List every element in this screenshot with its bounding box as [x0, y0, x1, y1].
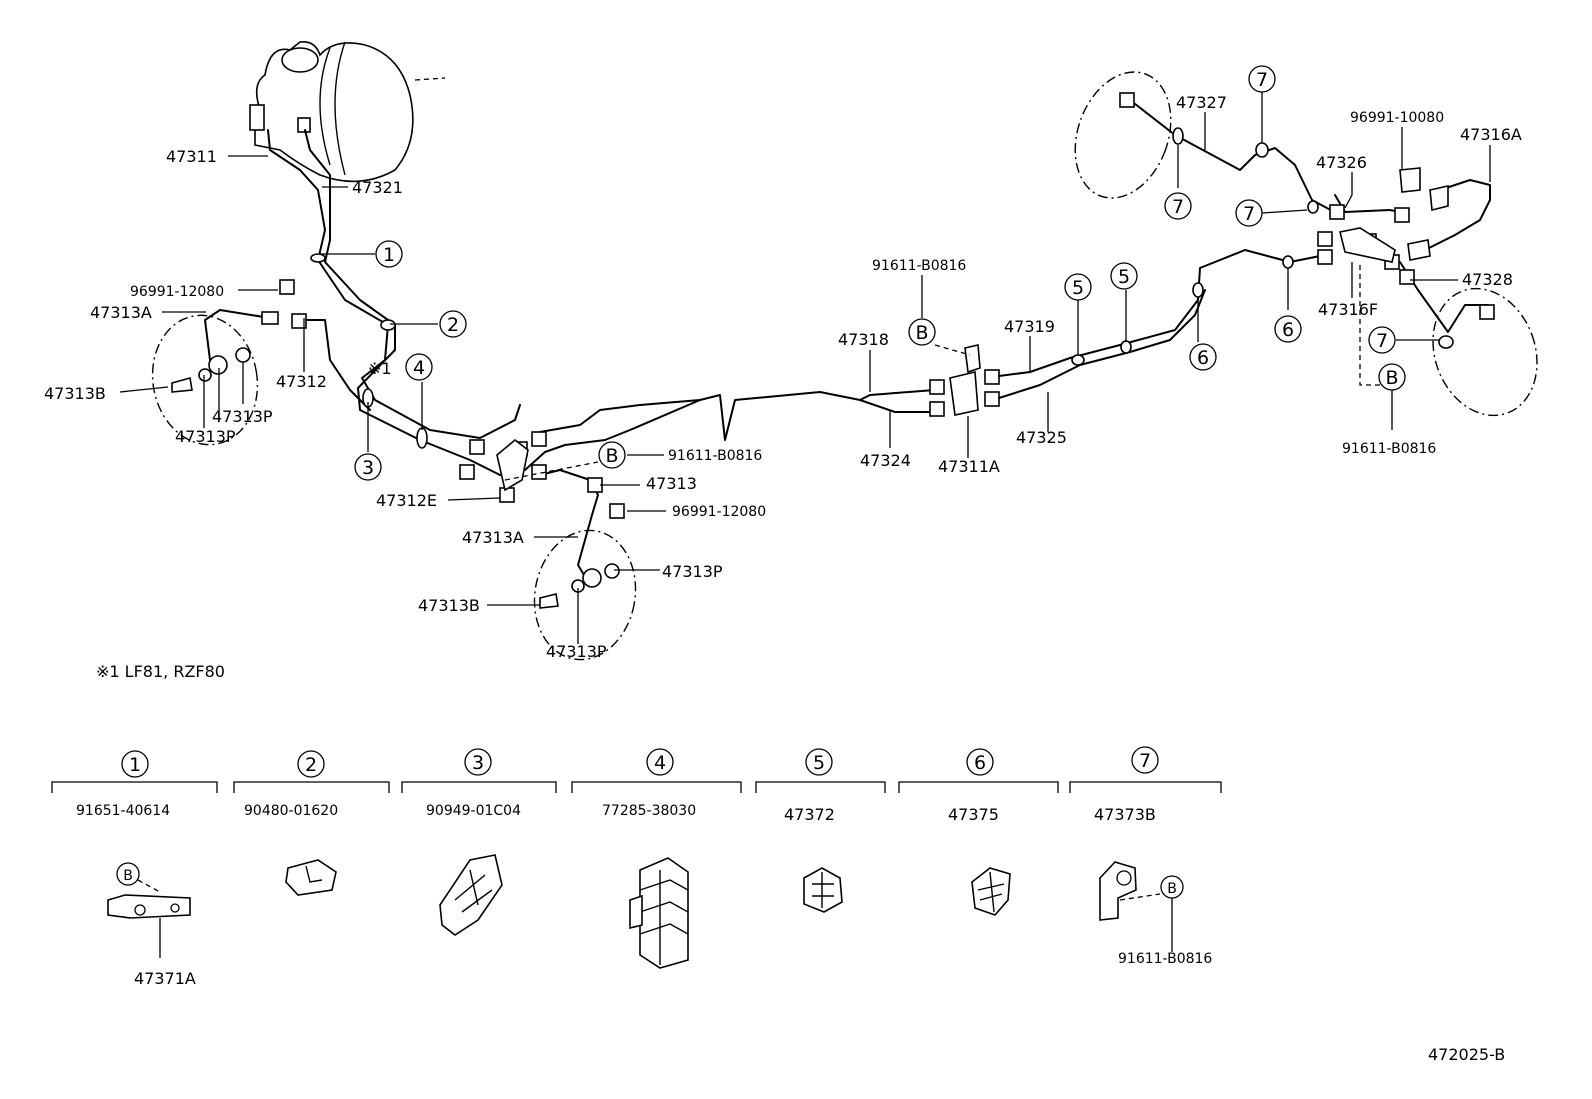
label-47313P-a1: 47313P	[212, 407, 273, 426]
label-47313P-b2: 47313P	[546, 642, 607, 661]
label-47325: 47325	[1016, 428, 1067, 447]
legend-1-sub: 47371A	[134, 969, 196, 988]
label-47318: 47318	[838, 330, 889, 349]
label-47328: 47328	[1462, 270, 1513, 289]
diagram-id: 472025-B	[1428, 1045, 1505, 1064]
legend-7-part: 47373B	[1094, 805, 1156, 824]
legend-2-num: 2	[305, 754, 317, 776]
legend-7-ref: B	[1167, 881, 1177, 897]
label-91611-b0816-b: 91611-B0816	[872, 258, 966, 274]
rear-brake-pipes	[998, 71, 1538, 417]
brake-booster-assembly	[249, 40, 446, 183]
label-47327: 47327	[1176, 93, 1227, 112]
part-labels: 47311 47321 96991-12080 47313A 47312 ※1 …	[44, 93, 1522, 1064]
callout-b2: B	[605, 445, 618, 467]
legend-7-sub: 91611-B0816	[1118, 951, 1212, 967]
label-47313: 47313	[646, 474, 697, 493]
callout-4: 4	[413, 357, 425, 379]
note-ref: ※1	[368, 359, 392, 378]
callout-1: 1	[383, 244, 395, 266]
callout-b3: B	[1385, 367, 1398, 389]
label-96991-10080: 96991-10080	[1350, 110, 1444, 126]
callout-6b: 6	[1282, 319, 1294, 341]
legend-1-num: 1	[129, 754, 141, 776]
legend-6-num: 6	[974, 752, 986, 774]
legend-3-num: 3	[472, 752, 484, 774]
legend-1-ref: B	[123, 868, 133, 884]
label-47313B-a: 47313B	[44, 384, 106, 403]
label-47321: 47321	[352, 178, 403, 197]
callout-5a: 5	[1072, 277, 1084, 299]
label-47324: 47324	[860, 451, 911, 470]
legend-5-part: 47372	[784, 805, 835, 824]
legend-5-num: 5	[813, 752, 825, 774]
front-brake-pipes	[204, 129, 936, 586]
label-47313A-b: 47313A	[462, 528, 524, 547]
footnote: ※1 LF81, RZF80	[96, 662, 225, 681]
label-47326: 47326	[1316, 153, 1367, 172]
label-91611-b0816-c: 91611-B0816	[1342, 441, 1436, 457]
legend-7-num: 7	[1139, 750, 1151, 772]
callouts: 1 2 3 4 5 5 6 6 7 7 7 7 B B B	[354, 65, 1406, 481]
callout-2: 2	[447, 314, 459, 336]
callout-b1: B	[915, 322, 928, 344]
label-96991-12080-a: 96991-12080	[130, 284, 224, 300]
leader-lines	[119, 92, 1491, 644]
label-47311: 47311	[166, 147, 217, 166]
label-47316F: 47316F	[1318, 300, 1378, 319]
legend-4-part: 77285-38030	[602, 803, 696, 819]
label-47311A: 47311A	[938, 457, 1000, 476]
junction-block	[929, 344, 1000, 417]
legend: 1 91651-40614 B 47371A 2 90480-01620 3 9…	[51, 746, 1222, 988]
callout-7b: 7	[1172, 196, 1184, 218]
legend-6-part: 47375	[948, 805, 999, 824]
label-96991-12080-b: 96991-12080	[672, 504, 766, 520]
callout-6a: 6	[1197, 347, 1209, 369]
callout-7a: 7	[1256, 69, 1268, 91]
legend-4-num: 4	[654, 752, 666, 774]
label-47319: 47319	[1004, 317, 1055, 336]
legend-2-part: 90480-01620	[244, 803, 338, 819]
callout-5b: 5	[1118, 266, 1130, 288]
label-47316A: 47316A	[1460, 125, 1522, 144]
label-47313A-a: 47313A	[90, 303, 152, 322]
legend-1-part: 91651-40614	[76, 803, 170, 819]
callout-7c: 7	[1243, 203, 1255, 225]
label-91611-b0816-a: 91611-B0816	[668, 448, 762, 464]
callout-7d: 7	[1376, 330, 1388, 352]
label-47313P-a2: 47313P	[175, 427, 236, 446]
callout-3: 3	[362, 457, 374, 479]
label-47313P-b1: 47313P	[662, 562, 723, 581]
legend-3-part: 90949-01C04	[426, 803, 521, 819]
label-47312: 47312	[276, 372, 327, 391]
label-47312E: 47312E	[376, 491, 437, 510]
label-47313B-b: 47313B	[418, 596, 480, 615]
